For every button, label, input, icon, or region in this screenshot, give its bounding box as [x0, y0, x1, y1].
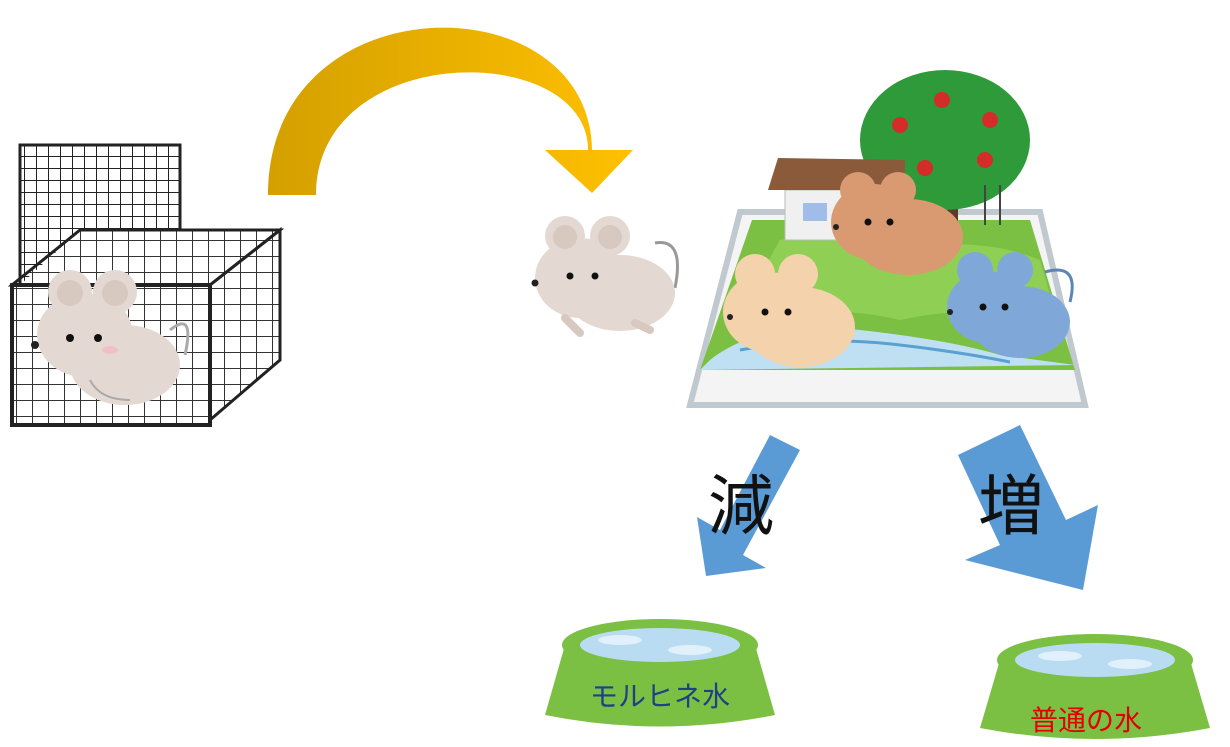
mouse-icon — [831, 172, 963, 275]
increase-label: 増 — [978, 468, 1044, 545]
normal-water-label: 普通の水 — [1030, 704, 1143, 737]
decrease-arrow-icon — [697, 435, 800, 576]
morphine-water-label: モルヒネ水 — [590, 680, 731, 713]
decrease-label: 減 — [708, 468, 774, 545]
mouse-icon — [531, 216, 679, 337]
rat-park-icon — [686, 70, 1089, 408]
increase-arrow-icon — [958, 425, 1098, 590]
mouse-icon — [947, 252, 1074, 358]
curved-arrow-icon — [268, 27, 633, 195]
bowl-icon — [545, 619, 775, 727]
mouse-icon — [723, 254, 855, 367]
bowl-icon — [980, 634, 1210, 739]
mouse-icon — [31, 270, 190, 405]
